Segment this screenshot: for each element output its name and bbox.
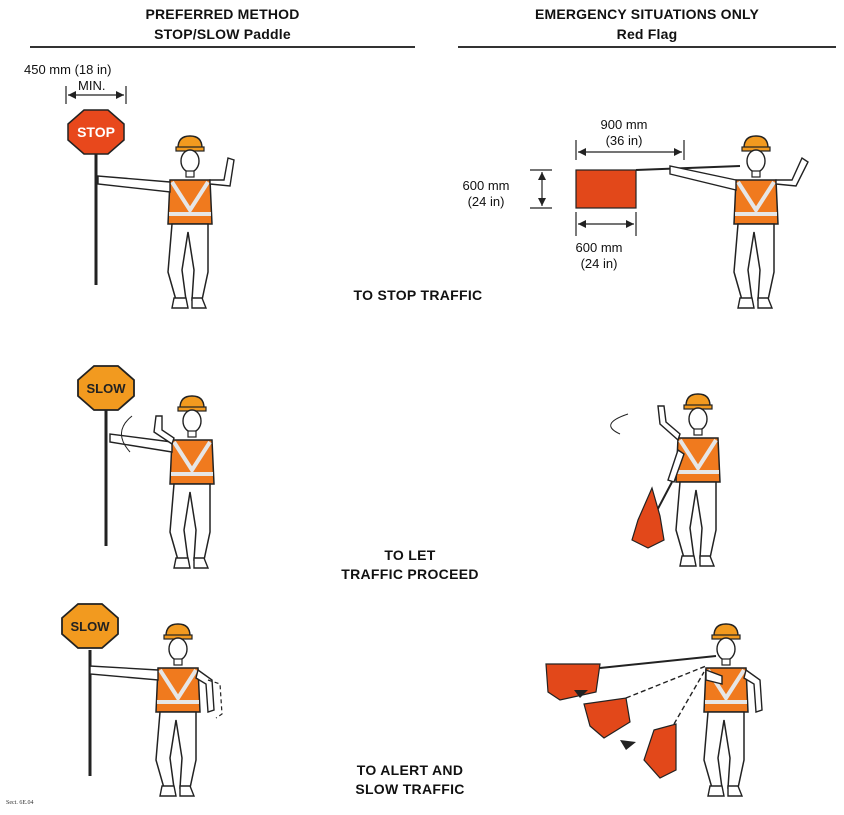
- slow-sign-text-2: SLOW: [71, 619, 111, 634]
- worker-row2-right: [611, 394, 720, 566]
- worker-row1-left: [98, 136, 234, 308]
- slow-paddle-proceed: SLOW: [78, 366, 134, 546]
- worker-row3-left: [90, 624, 222, 796]
- stop-sign-text: STOP: [77, 124, 115, 140]
- paddle-dimension-arrow: [66, 86, 126, 104]
- red-flags-alert: [546, 656, 716, 778]
- worker-row3-right: [704, 624, 762, 796]
- slow-paddle-alert: SLOW: [62, 604, 118, 776]
- worker-row2-left: [110, 396, 214, 568]
- stop-paddle: STOP: [68, 110, 124, 285]
- red-flag-proceed: [632, 482, 672, 548]
- worker-row1-right: [670, 136, 808, 308]
- slow-sign-text-1: SLOW: [87, 381, 127, 396]
- red-flag-stop: [576, 166, 740, 208]
